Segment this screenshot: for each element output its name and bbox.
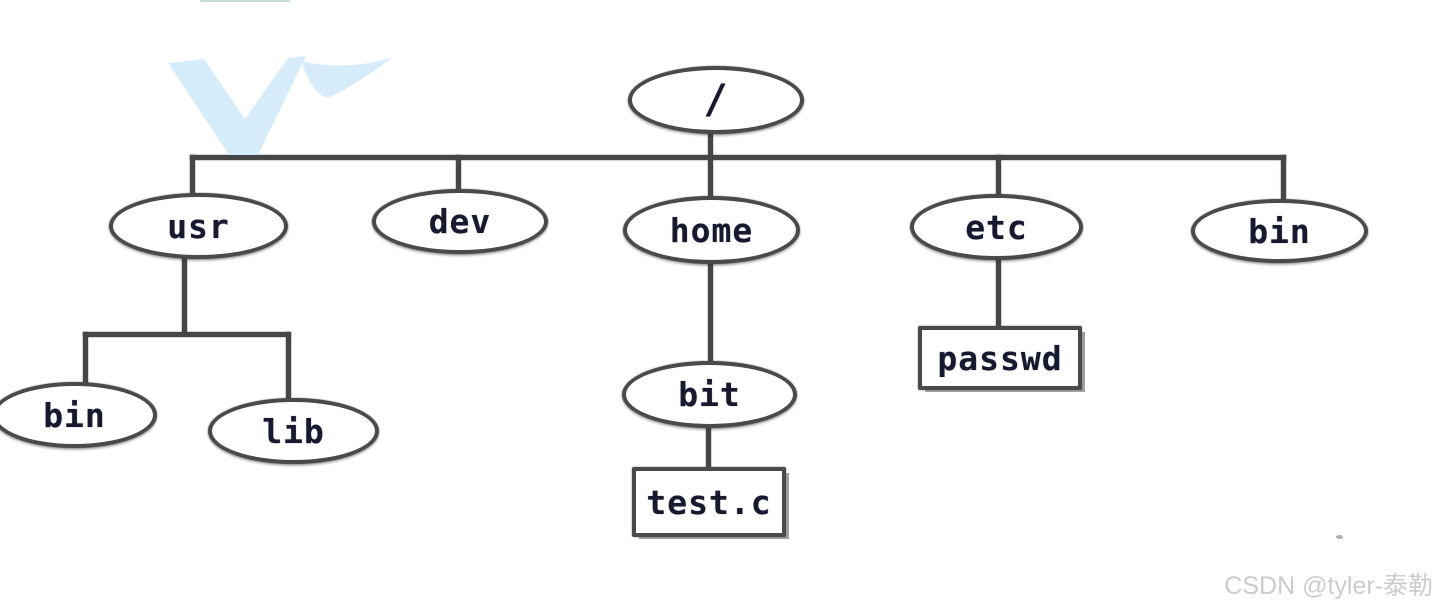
node-dev: dev xyxy=(372,189,548,254)
connector-usr-bin-stub xyxy=(83,332,88,386)
node-bit-label: bit xyxy=(678,375,741,414)
connector-root-stub xyxy=(708,130,713,158)
node-bit: bit xyxy=(622,361,797,428)
node-usr: usr xyxy=(109,193,288,259)
node-usr-lib: lib xyxy=(208,398,379,464)
connector-usr-lib-stub xyxy=(286,332,291,402)
connector-usr-stub xyxy=(190,155,195,197)
node-home-label: home xyxy=(669,210,754,250)
connector-level1-horizontal xyxy=(190,155,1286,160)
connector-usr-children-horizontal xyxy=(83,332,291,337)
connector-usr-down xyxy=(182,257,187,335)
node-dev-label: dev xyxy=(428,202,492,241)
node-home: home xyxy=(623,196,800,264)
node-root: / xyxy=(628,66,804,134)
node-passwd-file: passwd xyxy=(918,326,1082,390)
connector-home-stub xyxy=(708,155,713,201)
node-testc-file: test.c xyxy=(632,467,786,537)
csdn-v-logo-watermark xyxy=(168,56,393,155)
node-usr-label: usr xyxy=(167,206,230,246)
node-etc-label: etc xyxy=(965,207,1028,247)
node-etc: etc xyxy=(910,194,1083,260)
connector-bin-stub xyxy=(1281,155,1286,204)
node-usr-bin-label: bin xyxy=(43,395,106,435)
scan-speck xyxy=(1336,535,1343,539)
node-usr-bin: bin xyxy=(0,382,157,448)
connector-home-bit xyxy=(708,260,713,365)
top-edge-artifact xyxy=(200,0,290,2)
node-passwd-label: passwd xyxy=(937,338,1063,378)
node-bin: bin xyxy=(1191,199,1368,263)
node-bin-label: bin xyxy=(1248,211,1311,251)
node-usr-lib-label: lib xyxy=(262,411,325,451)
node-testc-label: test.c xyxy=(646,482,772,522)
csdn-watermark-text: CSDN @tyler-泰勒 xyxy=(1224,572,1433,600)
connector-etc-passwd xyxy=(996,256,1001,330)
connector-etc-stub xyxy=(996,155,1001,198)
connector-bit-testc xyxy=(706,426,711,471)
node-root-label: / xyxy=(703,77,729,123)
connector-dev-stub xyxy=(456,155,461,195)
